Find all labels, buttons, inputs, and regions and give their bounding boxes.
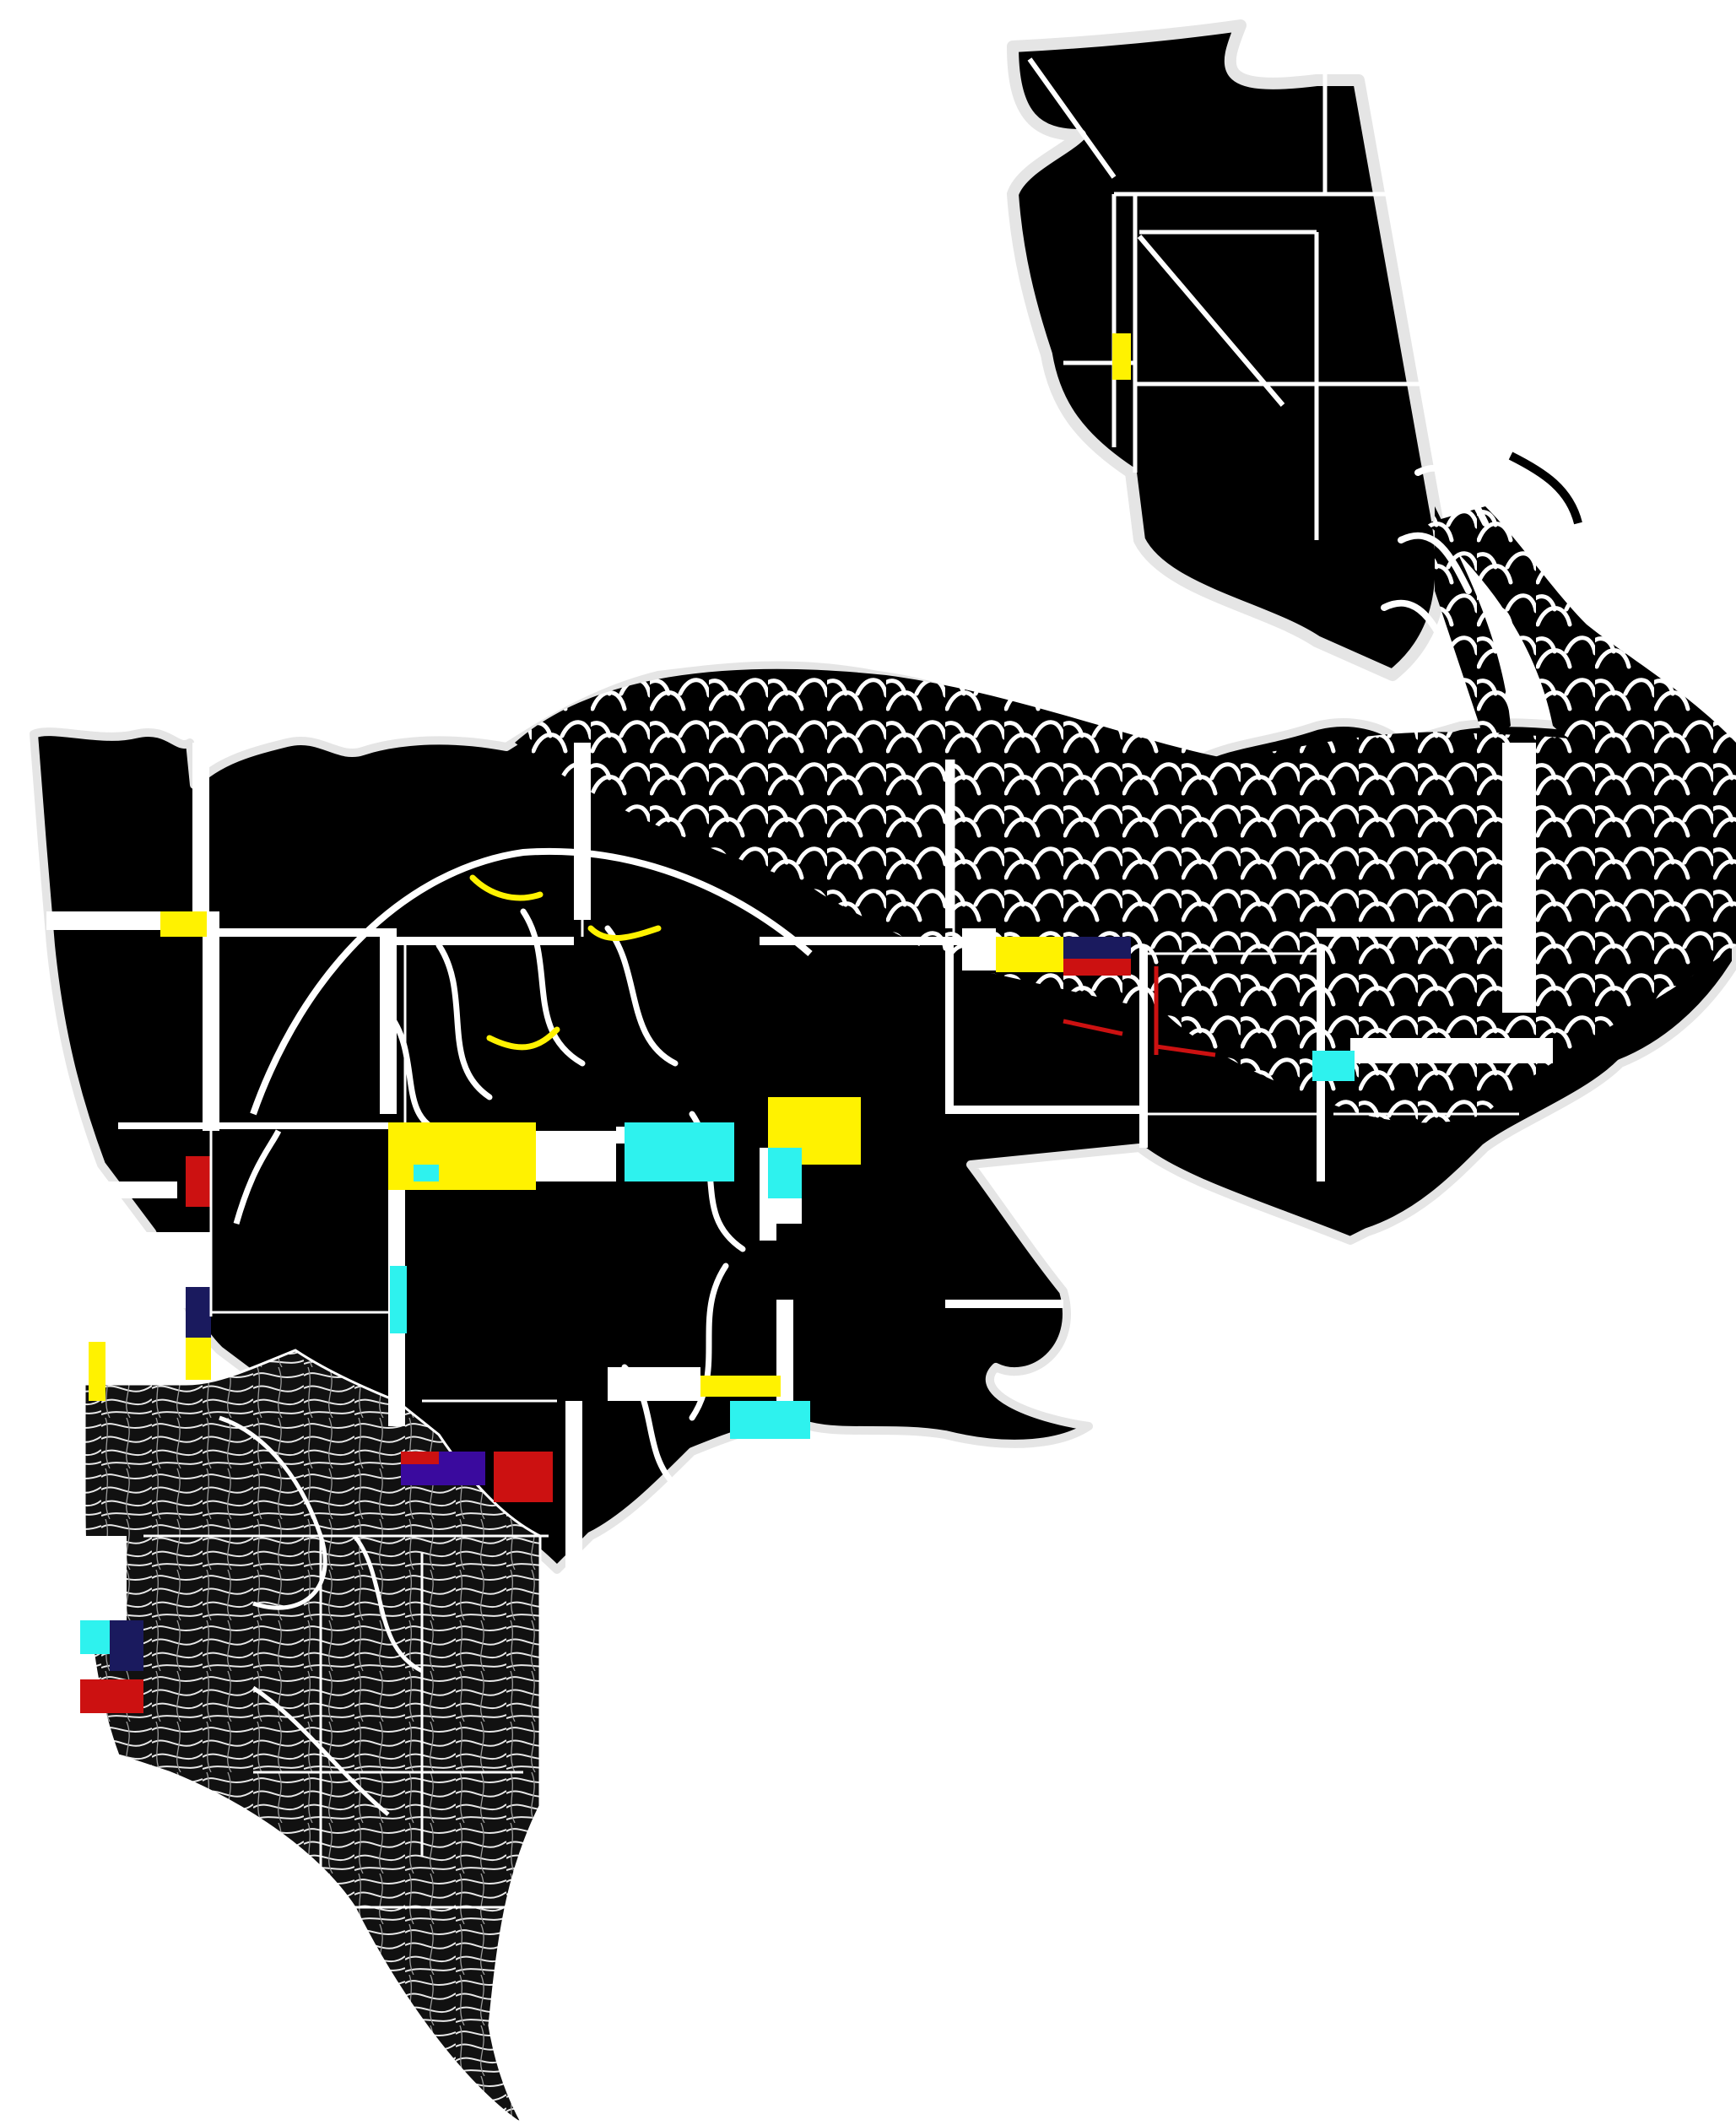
dragon-scales-region [233, 451, 1736, 1489]
tile-seams [143, 751, 1519, 2093]
color-glitch-blocks [80, 333, 1355, 1713]
dragon-claw-swirl-region [83, 1349, 542, 2125]
dragon-head-silhouette [1007, 19, 1447, 681]
